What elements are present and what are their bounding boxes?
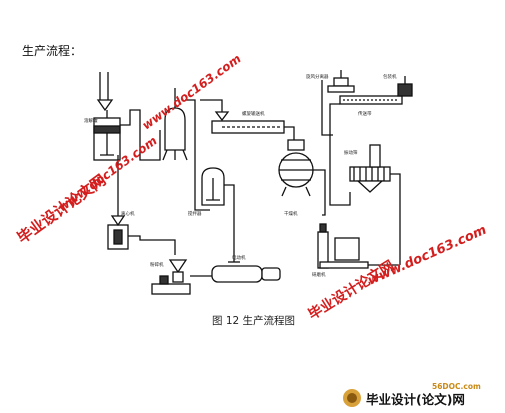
small-motor — [159, 275, 169, 285]
label-screw-feeder: 螺旋输送机 — [242, 110, 265, 117]
footer-logo-small: 56DOC.com — [432, 382, 481, 391]
top-right-base — [327, 85, 355, 93]
watermark-top-url: www.doc163.com — [140, 51, 244, 132]
label-drum-dryer: 干燥机 — [284, 210, 298, 217]
label-packer: 包装机 — [383, 73, 397, 80]
footer-logo-icon-inner — [347, 393, 357, 403]
small-hopper — [168, 259, 188, 274]
pipe-bottom-to-pump — [224, 184, 235, 262]
grinder-base — [319, 261, 369, 269]
pipe-conveyor-to-dryer — [284, 126, 295, 140]
pipe-belt-down — [329, 103, 340, 120]
left-pump-inlet — [110, 215, 126, 227]
feed-line-left — [99, 72, 109, 100]
grinder-motor-box — [334, 237, 360, 261]
drum-dryer-legs — [281, 186, 311, 197]
equipment-label-group: 溶解罐 螺旋输送机 离心机 搅拌器 电动机 粉碎机 干燥机 振动筛 旋风分离器 … — [84, 73, 397, 278]
pipe-to-sieve — [329, 120, 351, 206]
label-pump-1: 离心机 — [121, 210, 135, 217]
left-pump-core — [113, 229, 123, 245]
dryer-top — [287, 139, 305, 151]
label-pump-motor: 电动机 — [232, 254, 246, 261]
grinder-top — [319, 223, 327, 233]
label-tank-top-left: 溶解罐 — [84, 117, 98, 124]
label-hopper-small: 粉碎机 — [150, 261, 164, 268]
small-hopper-neck — [172, 271, 184, 283]
label-tank-bottom: 搅拌器 — [188, 210, 202, 217]
small-hopper-base — [151, 283, 191, 295]
reactor-agitator — [100, 133, 114, 156]
drum-dryer-lines — [279, 159, 313, 181]
page-heading: 生产流程： — [22, 44, 83, 58]
bottom-tank-agitator — [206, 178, 220, 201]
mid-vessel — [164, 107, 186, 151]
figure-caption: 图 12 生产流程图 — [212, 315, 296, 327]
pump-motor — [261, 267, 281, 281]
reactor-jacket-band — [93, 125, 121, 134]
label-grinder: 研磨机 — [312, 271, 326, 278]
footer-site-name: 毕业设计(论文)网 — [366, 392, 465, 407]
sieve-unit-slats — [353, 167, 385, 181]
label-conveyor: 传送带 — [358, 110, 372, 117]
pipe-sieve-down — [390, 173, 401, 265]
pipe-left-to-small-hopper — [128, 235, 176, 255]
conveyor-hopper — [214, 111, 230, 122]
pipe-right-vertical — [321, 80, 333, 136]
packer-head — [397, 83, 413, 97]
footer-logo: 56DOC.com 毕业设计(论文)网 — [343, 382, 481, 407]
sieve-stack — [369, 144, 381, 168]
mid-vessel-legs — [162, 149, 188, 161]
horizontal-pump — [211, 265, 263, 283]
label-cyclone: 旋风分离器 — [306, 73, 329, 80]
feed-funnel — [96, 99, 114, 112]
pipe-mid-to-bottom — [185, 99, 210, 211]
pipe-left-to-mid — [120, 109, 161, 161]
label-sieve: 振动筛 — [344, 149, 358, 156]
pipe-to-conveyor — [200, 99, 223, 120]
pipe-dryer-to-mill — [313, 169, 326, 216]
sieve-hopper — [356, 180, 384, 193]
top-right-vessel — [333, 77, 349, 87]
